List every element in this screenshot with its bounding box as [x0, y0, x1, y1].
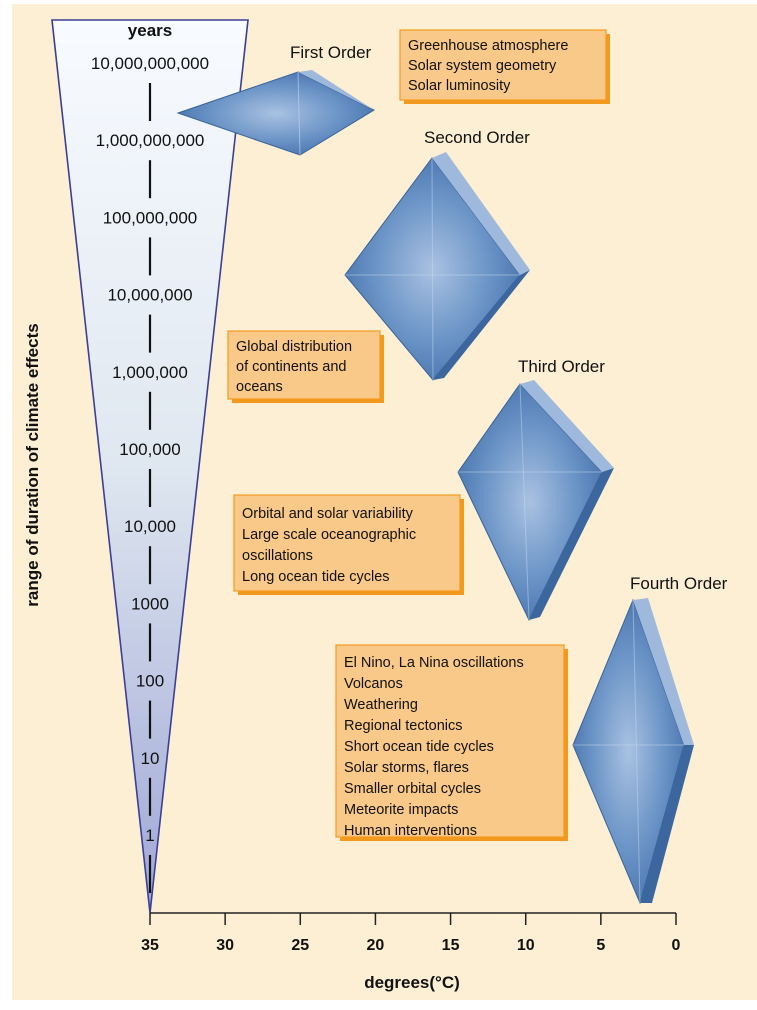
- x-tick-label: 20: [367, 937, 385, 954]
- x-tick-label: 0: [672, 937, 681, 954]
- second-order-factor: Global distribution: [236, 339, 352, 355]
- first-order-factor: Solar system geometry: [408, 58, 557, 74]
- x-tick-label: 5: [596, 937, 605, 954]
- third-order-factor: Large scale oceanographic: [242, 527, 416, 543]
- third-order-factor: oscillations: [242, 548, 313, 564]
- second-order-diamond: [344, 152, 530, 381]
- first-order-factors-box: Greenhouse atmosphere Solar system geome…: [399, 29, 610, 104]
- fourth-order-factor: Human interventions: [344, 823, 477, 839]
- x-tick-label: 10: [517, 937, 535, 954]
- second-order-factor: of continents and: [236, 359, 346, 375]
- third-order-factor: Orbital and solar variability: [242, 506, 414, 522]
- second-order-title: Second Order: [424, 128, 530, 147]
- first-order-factor: Greenhouse atmosphere: [408, 38, 568, 54]
- y-side-label: range of duration of climate effects: [23, 323, 42, 606]
- third-order-diamond: [457, 380, 614, 622]
- third-order-title: Third Order: [518, 357, 605, 376]
- y-tick-label: 100,000,000: [103, 208, 198, 227]
- y-tick-label: 1,000,000,000: [96, 131, 205, 150]
- third-order-factor: Long ocean tide cycles: [242, 569, 390, 585]
- fourth-order-factor: El Nino, La Nina oscillations: [344, 655, 524, 671]
- first-order-factor: Solar luminosity: [408, 78, 511, 94]
- y-tick-label: 100,000: [119, 440, 180, 459]
- x-tick-label: 35: [141, 937, 159, 954]
- fourth-order-factors-box: El Nino, La Nina oscillations Volcanos W…: [335, 644, 568, 841]
- y-tick-label: 1000: [131, 594, 169, 613]
- x-tick-label: 30: [216, 937, 234, 954]
- third-order-factors-box: Orbital and solar variability Large scal…: [233, 494, 464, 595]
- y-tick-labels: 10,000,000,000 1,000,000,000 100,000,000 10…: [91, 54, 209, 845]
- fourth-order-factor: Weathering: [344, 697, 418, 713]
- y-axis-title: years: [128, 21, 172, 40]
- x-tick-label: 15: [442, 937, 460, 954]
- fourth-order-diamond: [572, 598, 694, 905]
- x-axis-title: degrees(°C): [364, 973, 460, 992]
- y-tick-label: 1,000,000: [112, 363, 188, 382]
- fourth-order-factor: Meteorite impacts: [344, 802, 458, 818]
- fourth-order-factor: Volcanos: [344, 676, 403, 692]
- y-tick-label: 10,000,000: [107, 286, 192, 305]
- y-tick-label: 100: [136, 672, 164, 691]
- fourth-order-factor: Regional tectonics: [344, 718, 463, 734]
- fourth-order-factor: Smaller orbital cycles: [344, 781, 481, 797]
- fourth-order-title: Fourth Order: [630, 574, 728, 593]
- fourth-order-factor: Short ocean tide cycles: [344, 739, 494, 755]
- y-tick-label: 10,000: [124, 517, 176, 536]
- y-tick-label: 10: [141, 749, 160, 768]
- y-tick-label: 1: [145, 826, 154, 845]
- first-order-diamond: [176, 70, 376, 156]
- second-order-factors-box: Global distribution of continents and oc…: [227, 330, 384, 403]
- fourth-order-factor: Solar storms, flares: [344, 760, 469, 776]
- x-tick-labels: 35 30 25 20 15 10 5 0: [141, 913, 681, 954]
- second-order-factor: oceans: [236, 379, 283, 395]
- duration-funnel: [51, 19, 249, 914]
- x-tick-label: 25: [291, 937, 309, 954]
- y-tick-label: 10,000,000,000: [91, 54, 209, 73]
- first-order-title: First Order: [290, 43, 372, 62]
